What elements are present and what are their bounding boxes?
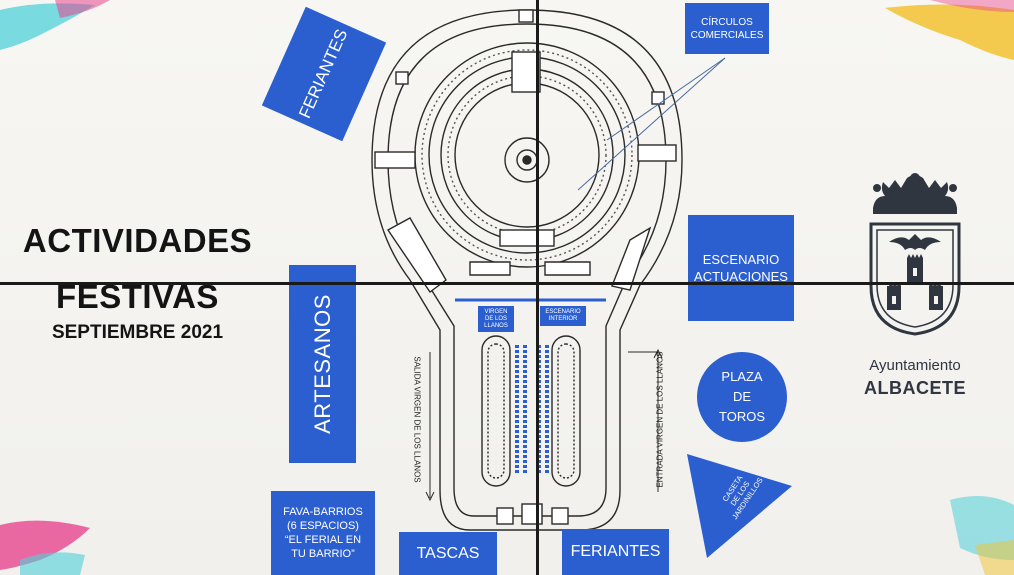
zone-artesanos: ARTESANOS	[289, 265, 356, 463]
map-block-left	[469, 261, 511, 276]
map-ring-5	[504, 137, 550, 183]
zone-escenario-actuaciones: ESCENARIO ACTUACIONES	[688, 215, 794, 321]
city-council-caption: Ayuntamiento ALBACETE	[845, 357, 985, 399]
label-salida: SALIDA VIRGEN DE LOS LLANOS	[412, 356, 422, 483]
map-gate-bottom-3	[551, 507, 569, 525]
map-gate-bottom-1	[496, 507, 514, 525]
label-entrada: ENTRADA VIRGEN DE LOS LLANOS	[655, 351, 665, 488]
zone-artesanos-label: ARTESANOS	[309, 294, 335, 434]
map-pavilion-right	[637, 144, 677, 162]
map-seating-left	[515, 345, 527, 475]
circulos-leader-lines	[577, 57, 726, 191]
map-oval-right-inner	[557, 343, 575, 479]
paint-stroke-yellow-bottom-right	[975, 540, 1014, 575]
zone-circulos-comerciales: CÍRCULOS COMERCIALES	[685, 3, 769, 54]
screen-seam-vertical	[536, 0, 539, 575]
zone-feriantes-top-label: FERIANTES	[295, 26, 352, 122]
map-block-right	[544, 261, 591, 276]
logo-line-1: Ayuntamiento	[869, 357, 961, 374]
map-pavilion-bottom	[499, 229, 555, 247]
map-walk-left	[386, 217, 447, 294]
paint-stroke-pink-top-right	[930, 0, 1014, 12]
map-oval-right	[551, 335, 581, 487]
map-ring-3	[440, 68, 614, 242]
zone-plaza-toros: PLAZA DE TOROS	[697, 352, 787, 442]
map-exit-arrow	[425, 352, 435, 502]
zone-feriantes-bottom: FERIANTES	[562, 529, 669, 575]
map-gate-top	[518, 9, 534, 23]
paint-stroke-cyan-bottom-left	[20, 552, 85, 575]
map-seating-right	[537, 345, 549, 475]
map-ring-hatch	[421, 49, 633, 261]
map-ring-hatch-2	[447, 75, 607, 235]
map-oval-left	[481, 335, 511, 487]
map-pavilion-top	[511, 51, 541, 93]
title-line-1: ACTIVIDADES	[22, 222, 253, 259]
label-escenario-interior: ESCENARIO INTERIOR	[540, 306, 586, 326]
logo-line-2: ALBACETE	[864, 378, 966, 398]
albacete-crest-icon	[869, 173, 961, 336]
event-date: SEPTIEMBRE 2021	[51, 322, 224, 343]
zone-tascas: TASCAS	[399, 532, 497, 575]
map-gate-bottom-2	[521, 503, 543, 525]
zone-caseta-shape	[687, 454, 792, 558]
map-oval-left-inner	[487, 343, 505, 479]
map-ring-4	[454, 82, 600, 228]
map-pavilion-left	[374, 151, 416, 169]
map-gate-left	[395, 71, 409, 85]
map-entry-arrow	[628, 348, 663, 492]
screen-seam-horizontal	[0, 282, 1014, 285]
paint-stroke-pink-top-left	[55, 0, 110, 18]
zone-fava-barrios: FAVA-BARRIOS (6 ESPACIOS) “EL FERIAL EN …	[271, 491, 375, 575]
map-ring-center	[522, 155, 532, 165]
paint-stroke-pink-bottom-left	[0, 520, 90, 570]
label-virgen-llanos: VIRGEN DE LOS LLANOS	[478, 306, 514, 332]
paint-stroke-yellow-top-right	[885, 4, 1014, 61]
map-walk-right	[611, 226, 652, 291]
